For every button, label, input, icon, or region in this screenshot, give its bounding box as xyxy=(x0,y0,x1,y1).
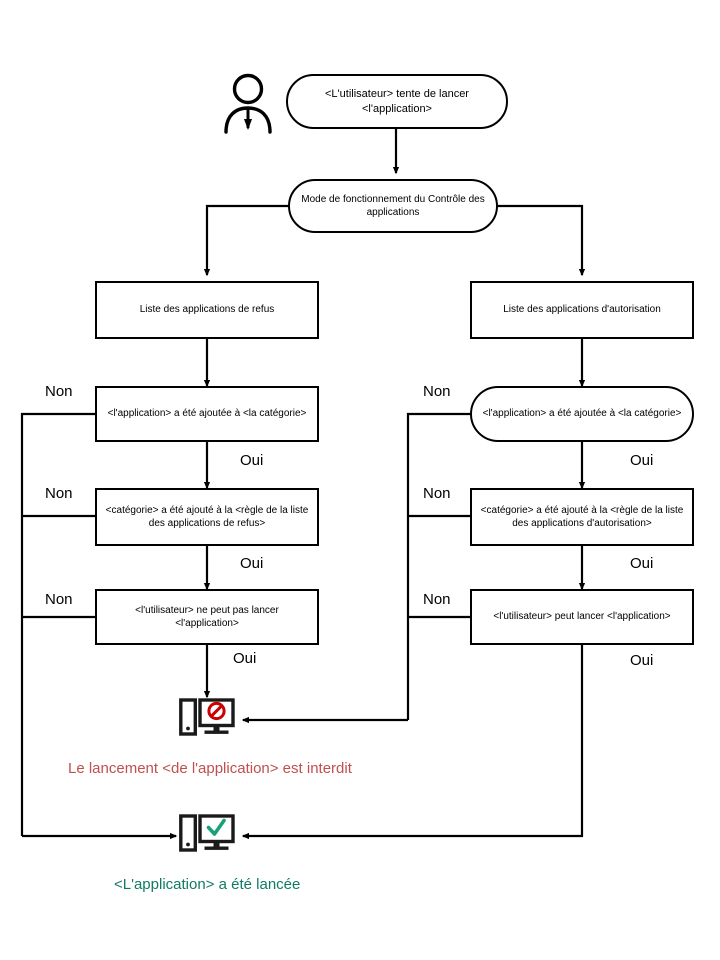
edge-mode-to-deny-list xyxy=(203,204,290,277)
node-deny-category-in-rule[interactable]: <catégorie> a été ajouté à la <règle de … xyxy=(95,488,319,546)
edge-mode-to-allow-list xyxy=(498,204,586,277)
node-mode-of-operation-label: Mode de fonctionnement du Contrôle des a… xyxy=(301,193,485,219)
computer-check-icon xyxy=(179,814,235,852)
node-allow-category-in-rule-label: <catégorie> a été ajouté à la <règle de … xyxy=(480,504,684,530)
computer-blocked-icon xyxy=(179,698,235,736)
node-deny-category-in-rule-label: <catégorie> a été ajouté à la <règle de … xyxy=(105,504,309,530)
edge-label-deny-app-yes: Oui xyxy=(240,452,264,469)
edge-label-deny-user-yes: Oui xyxy=(233,650,257,667)
node-user-cannot-launch[interactable]: <l'utilisateur> ne peut pas lancer <l'ap… xyxy=(95,589,319,645)
edge-allow-user-yes-to-allowed xyxy=(241,645,584,840)
edge-label-allow-app-no: Non xyxy=(423,383,451,400)
user-actor-icon xyxy=(224,73,272,134)
edge-label-allow-user-yes: Oui xyxy=(630,652,654,669)
node-allow-app-in-category-label: <l'application> a été ajoutée à <la caté… xyxy=(482,408,682,420)
node-user-cannot-launch-label: <l'utilisateur> ne peut pas lancer <l'ap… xyxy=(135,604,279,630)
node-allow-category-in-rule[interactable]: <catégorie> a été ajouté à la <règle de … xyxy=(470,488,694,546)
node-start-label: <L'utilisateur> tente de lancer <l'appli… xyxy=(325,87,469,115)
edge-label-deny-cat-no: Non xyxy=(45,485,73,502)
node-user-can-launch[interactable]: <l'utilisateur> peut lancer <l'applicati… xyxy=(470,589,694,645)
edge-label-allow-app-yes: Oui xyxy=(630,452,654,469)
node-deny-app-in-category-label: <l'application> a été ajoutée à <la caté… xyxy=(107,408,307,420)
edge-label-allow-cat-yes: Oui xyxy=(630,555,654,572)
edge-label-deny-user-no: Non xyxy=(45,591,73,608)
node-user-can-launch-label: <l'utilisateur> peut lancer <l'applicati… xyxy=(493,611,671,623)
node-deny-list[interactable]: Liste des applications de refus xyxy=(95,281,319,339)
edge-label-allow-cat-no: Non xyxy=(423,485,451,502)
node-allow-app-in-category[interactable]: <l'application> a été ajoutée à <la caté… xyxy=(470,386,694,442)
node-mode-of-operation[interactable]: Mode de fonctionnement du Contrôle des a… xyxy=(288,179,498,233)
outcome-denied-caption: Le lancement <de l'application> est inte… xyxy=(68,760,352,777)
edge-label-deny-app-no: Non xyxy=(45,383,73,400)
edge-label-deny-cat-yes: Oui xyxy=(240,555,264,572)
node-deny-app-in-category[interactable]: <l'application> a été ajoutée à <la caté… xyxy=(95,386,319,442)
node-allow-list-label: Liste des applications d'autorisation xyxy=(503,304,661,316)
edge-deny-app-no xyxy=(20,412,95,836)
outcome-allowed-caption: <L'application> a été lancée xyxy=(114,876,301,893)
edge-allow-app-no xyxy=(406,412,470,720)
node-allow-list[interactable]: Liste des applications d'autorisation xyxy=(470,281,694,339)
node-deny-list-label: Liste des applications de refus xyxy=(139,304,275,316)
edge-label-allow-user-no: Non xyxy=(423,591,451,608)
node-start[interactable]: <L'utilisateur> tente de lancer <l'appli… xyxy=(286,74,508,129)
